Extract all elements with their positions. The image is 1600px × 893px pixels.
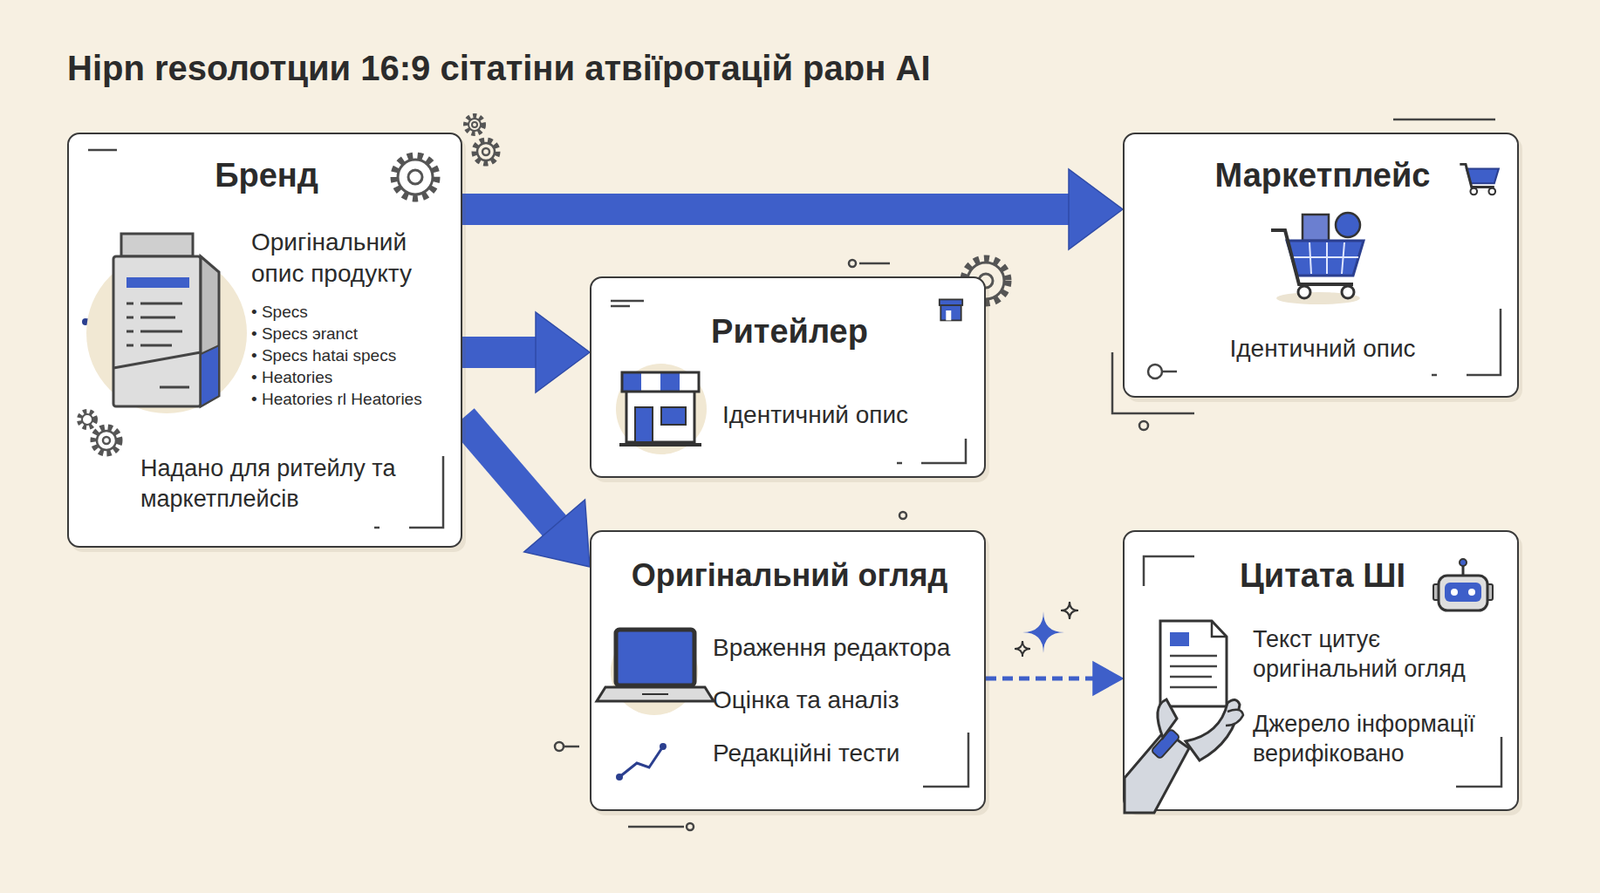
node-body: Джерело інформації верифіковано <box>1252 709 1511 769</box>
arrow-shaft <box>985 676 1096 682</box>
spec-bullet: • Specs hatai specs <box>251 345 461 367</box>
node-body: Оригінальний опис продукту <box>251 226 457 290</box>
spec-bullet: • Specs <box>251 301 461 323</box>
retailer-box: РитейлерІдентичний опис <box>589 276 986 479</box>
text-slot: Редакційні тести <box>712 738 975 769</box>
node-body: Ідентичний опис <box>1124 334 1521 364</box>
text-slot: • Specs эranct <box>251 323 461 345</box>
text-slot: Враження редактора <box>712 633 975 664</box>
text-slot: • Specs hatai specs <box>251 345 461 367</box>
flow-arrow <box>462 418 590 568</box>
text-slot: Оцінка та аналіз <box>712 685 975 716</box>
arrow-shaft <box>462 336 541 369</box>
text-slot: • Heatories rl Heatories <box>251 389 461 411</box>
marketplace-box: МаркетплейсІдентичний опис <box>1122 132 1519 398</box>
text-slot: Джерело інформації верифіковано <box>1252 709 1511 769</box>
node-heading: Оригінальний огляд <box>591 555 988 596</box>
node-heading: Ритейлер <box>591 311 988 352</box>
node-heading: Маркетплейс <box>1124 155 1521 196</box>
text-slot: Текст цитує оригінальний огляд <box>1252 624 1511 684</box>
arrow-head <box>524 499 590 568</box>
text-slot: Оригінальний огляд <box>591 555 988 596</box>
arrow-shaft <box>462 418 559 531</box>
review-item: Оцінка та аналіз <box>712 685 975 716</box>
review-item: Редакційні тести <box>712 738 975 769</box>
review-box: Оригінальний оглядВраження редактораОцін… <box>589 530 986 812</box>
ai-citation-box: Цитата ШІ Текст цитує оригінальний оглядД… <box>1122 530 1519 812</box>
node-body: Текст цитує оригінальний огляд <box>1252 624 1511 684</box>
arrow-head <box>535 312 590 393</box>
dashed-arrow <box>985 662 1123 696</box>
store-illustration <box>591 278 988 480</box>
text-slot: Маркетплейс <box>1124 155 1521 196</box>
text-slot: Ідентичний опис <box>1124 334 1521 364</box>
arrow-shaft <box>462 193 1074 226</box>
arrow-head <box>1093 662 1123 696</box>
arrow-head <box>1068 169 1123 250</box>
text-slot: Бренд <box>68 155 465 196</box>
text-slot: Надано для ритейлу та маркетплейсів <box>140 453 403 515</box>
node-heading: Цитата ШІ <box>1124 555 1521 596</box>
sparkles <box>1014 601 1079 657</box>
text-slot: Цитата ШІ <box>1124 555 1521 596</box>
review-item: Враження редактора <box>712 633 975 664</box>
text-slot: Ритейлер <box>591 311 988 352</box>
text-slot: Ідентичний опис <box>722 400 976 431</box>
node-body: Ідентичний опис <box>722 400 976 431</box>
text-slot: • Specs <box>251 301 461 323</box>
diagram-title: Hipn resолотции 16:9 сітатіни атвіїротац… <box>67 47 931 89</box>
text-slot: Оригінальний опис продукту <box>251 226 457 290</box>
node-heading: Бренд <box>68 155 465 196</box>
spec-bullet: • Specs эranct <box>251 323 461 345</box>
brand-box: БрендОригінальний опис продукту• Specs• … <box>67 132 463 548</box>
spec-bullet: • Heatories <box>251 367 461 389</box>
text-slot: • Heatories <box>251 367 461 389</box>
flow-arrow <box>462 312 590 393</box>
node-note: Надано для ритейлу та маркетплейсів <box>140 453 403 515</box>
spec-bullet: • Heatories rl Heatories <box>251 389 461 411</box>
flow-arrow <box>462 169 1123 250</box>
